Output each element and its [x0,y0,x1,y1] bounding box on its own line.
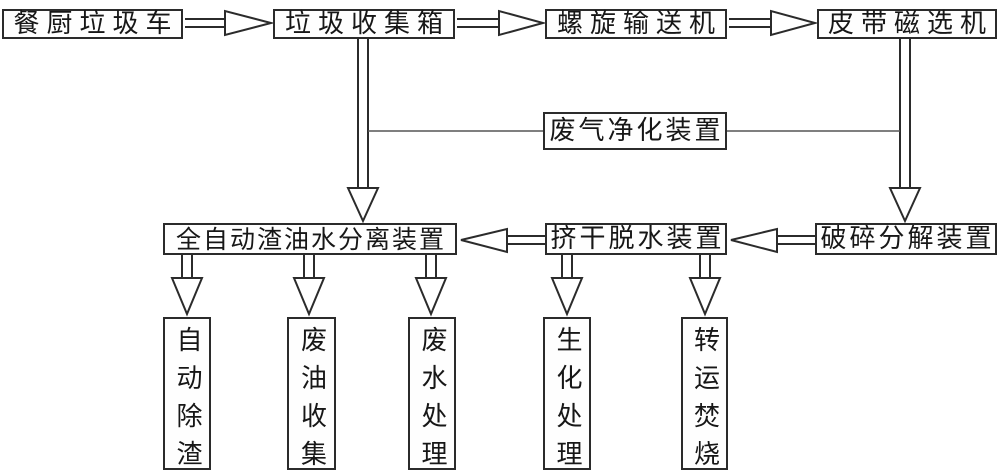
node-transfer-incineration: 转运焚烧 [681,317,728,472]
node-waste-water-treatment: 废水处理 [408,317,456,472]
arrow-conveyor-to-magnetic [729,9,819,37]
node-dewatering-unit: 挤干脱水装置 [545,223,727,255]
arrow-truck-to-collection [185,9,275,37]
node-crusher-decomposer: 破碎分解装置 [815,223,997,255]
arrow-separator-to-slag [170,255,204,317]
arrow-crusher-to-dewatering [730,227,815,254]
node-waste-oil-collection: 废油收集 [287,317,336,472]
node-screw-conveyor: 螺旋输送机 [545,9,727,39]
arrow-collection-to-conveyor [457,9,547,37]
arrow-separator-to-water [414,255,448,317]
node-waste-gas-purifier: 废气净化装置 [543,112,727,150]
arrow-separator-to-oil [292,255,326,317]
arrow-magnetic-to-crusher [888,39,922,224]
node-biochemical-treatment: 生化处理 [543,317,591,472]
arrow-dewatering-to-incineration [688,255,722,317]
arrow-dewatering-to-biochemical [550,255,584,317]
node-belt-magnetic-separator: 皮带磁选机 [817,9,997,39]
node-kitchen-waste-truck: 餐厨垃圾车 [2,9,183,39]
node-auto-slag-removal: 自动除渣 [163,317,211,472]
node-oil-water-separator: 全自动渣油水分离装置 [163,223,457,255]
node-garbage-collection-box: 垃圾收集箱 [273,9,455,39]
arrow-collection-to-separator [346,39,380,224]
arrow-dewatering-to-separator [460,227,545,254]
